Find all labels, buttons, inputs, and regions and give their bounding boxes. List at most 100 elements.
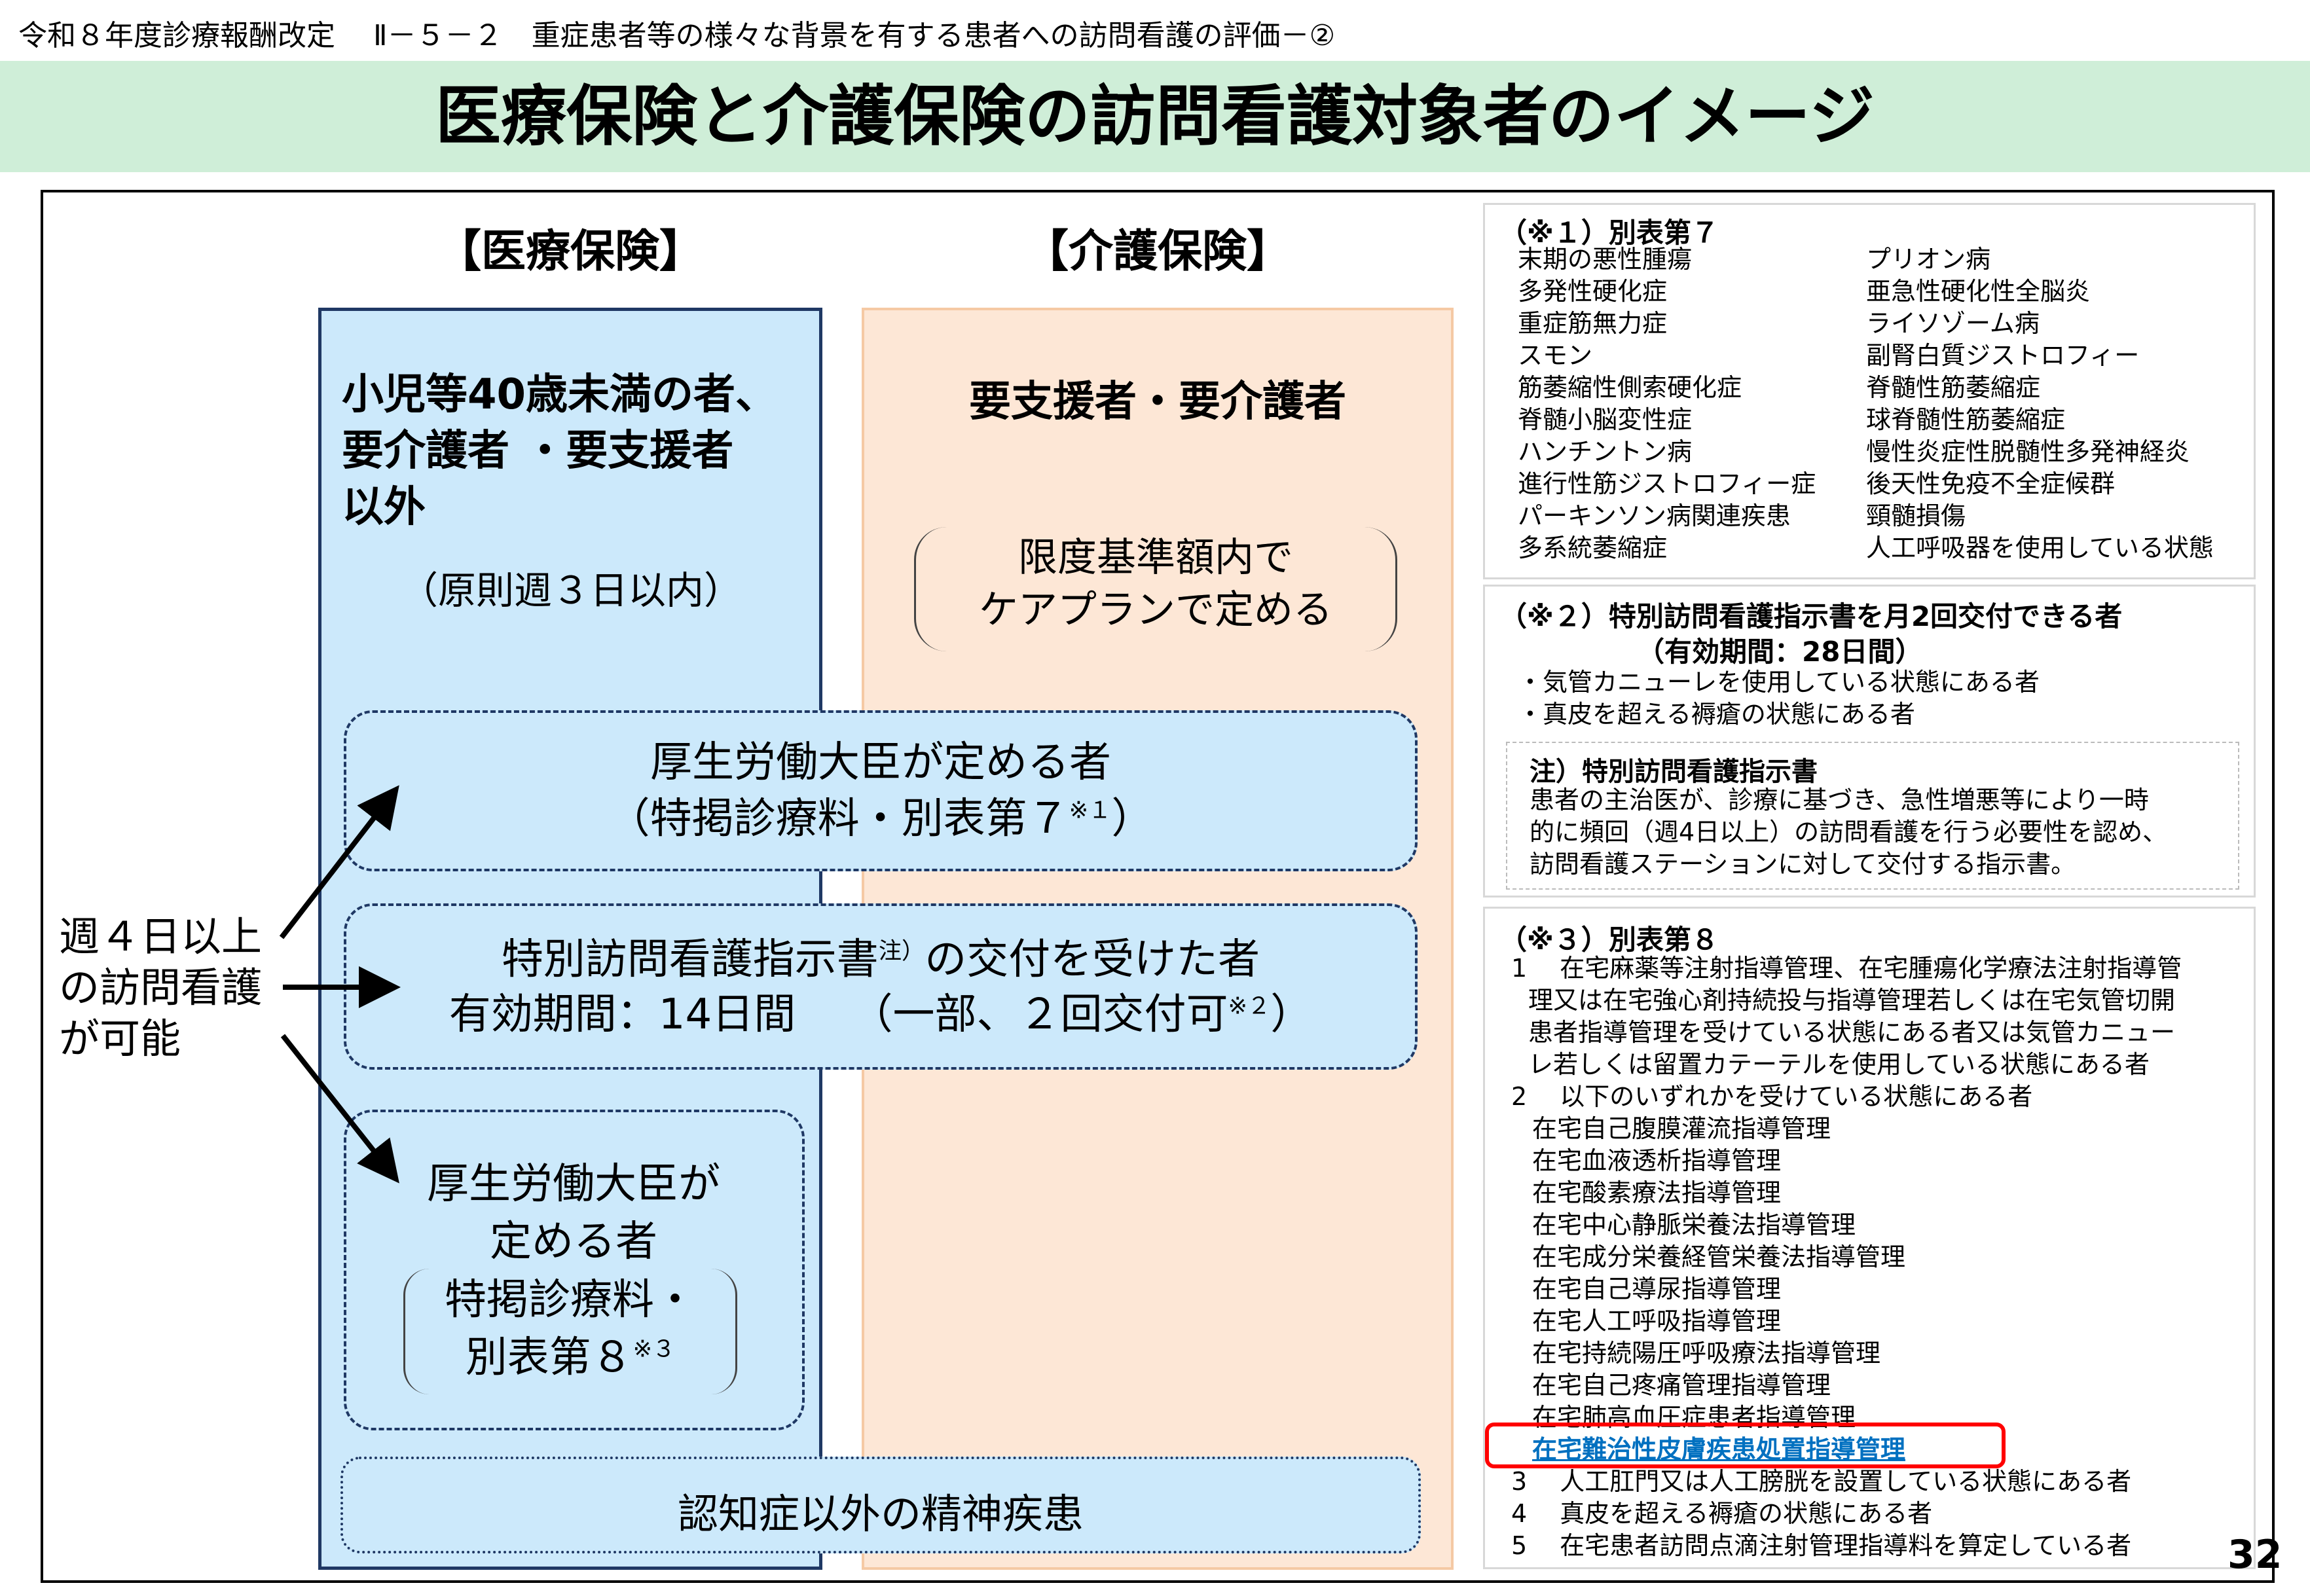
content-frame	[41, 190, 2275, 1583]
definition-line: 的に頻回（週4日以上）の訪問看護を行う必要性を認め、	[1530, 818, 2168, 846]
note3-subitem: 在宅持続陽圧呼吸療法指導管理	[1532, 1339, 1881, 1368]
note3-subitem: 在宅酸素療法指導管理	[1532, 1178, 1782, 1207]
note2-item: ・真皮を超える褥瘡の状態にある者	[1518, 700, 1915, 729]
note1-item: パーキンソン病関連疾患	[1518, 501, 1791, 530]
note3-subitem: 在宅肺高血圧症患者指導管理	[1532, 1403, 1856, 1432]
medical-target-text: 小児等40歳未満の者、 要介護者 ・要支援者 以外	[342, 367, 813, 535]
title-banner	[0, 61, 2310, 172]
medical-insurance-heading: 【医療保険】	[436, 226, 704, 278]
note1-item: 頸髄損傷	[1866, 501, 1966, 530]
note1-item: 亜急性硬化性全脳炎	[1866, 277, 2091, 306]
arrow-down-icon	[280, 1034, 399, 1184]
note3-item2: 2 以下のいずれかを受けている状態にある者	[1511, 1082, 2033, 1111]
note1-item: 多系統萎縮症	[1518, 534, 1668, 562]
page-number: 32	[2228, 1532, 2282, 1578]
slide-title: 医療保険と介護保険の訪問看護対象者のイメージ	[435, 78, 1875, 154]
note1-item: 脊髄性筋萎縮症	[1866, 373, 2041, 402]
note2-box	[1483, 585, 2256, 898]
box3-line: 厚生労働大臣が	[427, 1160, 720, 1208]
note3-subitem: 在宅自己腹膜灌流指導管理	[1532, 1114, 1831, 1143]
highlight-marker	[1485, 1423, 2006, 1468]
instruction-definition-heading: 注）特別訪問看護指示書	[1530, 757, 1818, 787]
left-label-line: 週４日以上	[59, 913, 263, 960]
note3-subitem: 在宅人工呼吸指導管理	[1532, 1307, 1782, 1335]
note1-item: 筋萎縮性側索硬化症	[1518, 373, 1742, 402]
note3-subitem: 在宅自己導尿指導管理	[1532, 1275, 1782, 1303]
box2-line: 有効期間：14日間 （一部、２回交付可※２）	[449, 990, 1313, 1039]
medical-target-line: 以外	[342, 483, 426, 532]
note1-item: 慢性炎症性脱髄性多発神経炎	[1866, 437, 2190, 466]
box3-sub-line: 特掲診療料・	[445, 1276, 696, 1324]
note1-item: 重症筋無力症	[1518, 309, 1668, 338]
note3-item: 3 人工肛門又は人工膀胱を設置している状態にある者	[1511, 1467, 2132, 1496]
note3-item: 5 在宅患者訪問点滴注射管理指導料を算定している者	[1511, 1531, 2132, 1560]
left-label-line: の訪問看護	[59, 964, 263, 1011]
note1-item: ライソゾーム病	[1866, 309, 2040, 338]
note3-subitem: 在宅血液透析指導管理	[1532, 1146, 1782, 1175]
note1-item: 多発性硬化症	[1518, 277, 1668, 306]
note1-item: 末期の悪性腫瘍	[1518, 245, 1693, 274]
box3-line: 定める者	[490, 1218, 657, 1266]
arrow-up-icon	[279, 785, 399, 939]
box2-line: 特別訪問看護指示書注）の交付を受けた者	[501, 935, 1260, 984]
instruction-definition-box	[1506, 742, 2239, 890]
designated-persons-text: 厚生労働大臣が定める者 （特掲診療料・別表第７※１）	[344, 735, 1418, 847]
note2-items: ・気管カニューレを使用している状態にある者 ・真皮を超える褥瘡の状態にある者	[1518, 666, 2040, 731]
note1-item: 進行性筋ジストロフィー症	[1518, 469, 1816, 498]
note3-box	[1483, 907, 2256, 1569]
note3-subitem: 在宅成分栄養経管栄養法指導管理	[1532, 1242, 1906, 1271]
note3-item1-line: 理又は在宅強心剤持続投与指導管理若しくは在宅気管切開	[1528, 986, 2176, 1015]
table8-bracket	[403, 1269, 737, 1394]
note3-item1-line: レ若しくは留置カテーテルを使用している状態にある者	[1528, 1050, 2150, 1079]
care-limit-line: 限度基準額内で	[1018, 535, 1293, 581]
four-days-label: 週４日以上 の訪問看護 が可能	[59, 911, 282, 1064]
left-label-line: が可能	[59, 1015, 181, 1062]
note1-item: 副腎白質ジストロフィー	[1866, 341, 2140, 370]
box3-sub-line: 別表第８※３	[465, 1333, 676, 1382]
note3-list: 1 在宅麻薬等注射指導管理、在宅腫瘍化学療法注射指導管 理又は在宅強心剤持続投与…	[1511, 952, 2245, 1562]
note1-item: 脊髄小脳変性症	[1518, 405, 1693, 434]
note1-item: プリオン病	[1866, 245, 1991, 274]
note1-item: ハンチントン病	[1518, 437, 1693, 466]
note1-item: スモン	[1518, 341, 1593, 370]
note3-item1-line: 1 在宅麻薬等注射指導管理、在宅腫瘍化学療法注射指導管	[1511, 954, 2182, 983]
special-instruction-text: 特別訪問看護指示書注）の交付を受けた者 有効期間：14日間 （一部、２回交付可※…	[344, 932, 1418, 1042]
note1-box	[1483, 203, 2256, 579]
box1-line: （特掲診療料・別表第７※１）	[608, 795, 1154, 843]
note1-item: 球脊髄性筋萎縮症	[1866, 405, 2066, 434]
psychiatric-disorder-box	[340, 1457, 1421, 1553]
care-target-text: 要支援者・要介護者	[969, 378, 1346, 426]
footnote-ref: ※３	[632, 1335, 676, 1363]
footnote-ref: ※２	[1228, 992, 1271, 1020]
special-instruction-box	[344, 903, 1418, 1070]
care-insurance-heading: 【介護保険】	[1023, 226, 1291, 278]
footnote-ref: ※１	[1069, 797, 1112, 824]
note3-subitem: 在宅自己疼痛管理指導管理	[1532, 1371, 1831, 1400]
note3-heading: （※３）別表第８	[1499, 924, 1719, 956]
instruction-definition-text: 患者の主治医が、診療に基づき、急性増悪等により一時 的に頻回（週4日以上）の訪問…	[1530, 784, 2230, 880]
footnote-ref: 注）	[878, 937, 925, 965]
note3-subitem: 在宅中心静脈栄養法指導管理	[1532, 1210, 1856, 1239]
note3-highlighted-item: 在宅難治性皮膚疾患処置指導管理	[1532, 1435, 1906, 1464]
psychiatric-disorder-text: 認知症以外の精神疾患	[677, 1490, 1084, 1538]
designated-persons-box	[344, 710, 1418, 871]
note3-item1-line: 患者指導管理を受けている状態にある者又は気管カニュー	[1528, 1018, 2176, 1047]
care-limit-bracket	[914, 527, 1397, 651]
definition-line: 訪問看護ステーションに対して交付する指示書。	[1530, 850, 2076, 879]
note1-list-col2: プリオン病 亜急性硬化性全脳炎 ライソゾーム病 副腎白質ジストロフィー 脊髄性筋…	[1866, 244, 2246, 564]
note1-list-col1: 末期の悪性腫瘍 多発性硬化症 重症筋無力症 スモン 筋萎縮性側索硬化症 脊髄小脳…	[1518, 244, 1858, 564]
note2-item: ・気管カニューレを使用している状態にある者	[1518, 668, 2040, 697]
note2-heading: （※２）特別訪問看護指示書を月2回交付できる者	[1499, 600, 2123, 632]
medical-visit-limit: （原則週３日以内）	[399, 568, 742, 613]
medical-target-line: 要介護者 ・要支援者	[342, 427, 734, 475]
table8-sub-text: 特掲診療料・ 別表第８※３	[393, 1271, 748, 1387]
note1-item: 後天性免疫不全症候群	[1866, 469, 2116, 498]
note3-item2-sublist: 在宅自己腹膜灌流指導管理 在宅血液透析指導管理 在宅酸素療法指導管理 在宅中心静…	[1511, 1113, 2245, 1466]
note1-item: 人工呼吸器を使用している状態	[1866, 534, 2214, 562]
table8-persons-text: 厚生労働大臣が 定める者	[343, 1155, 804, 1271]
definition-line: 患者の主治医が、診療に基づき、急性増悪等により一時	[1530, 786, 2149, 814]
care-limit-line: ケアプランで定める	[979, 587, 1332, 633]
note3-item: 4 真皮を超える褥瘡の状態にある者	[1511, 1499, 1933, 1528]
box1-line: 厚生労働大臣が定める者	[650, 738, 1111, 787]
